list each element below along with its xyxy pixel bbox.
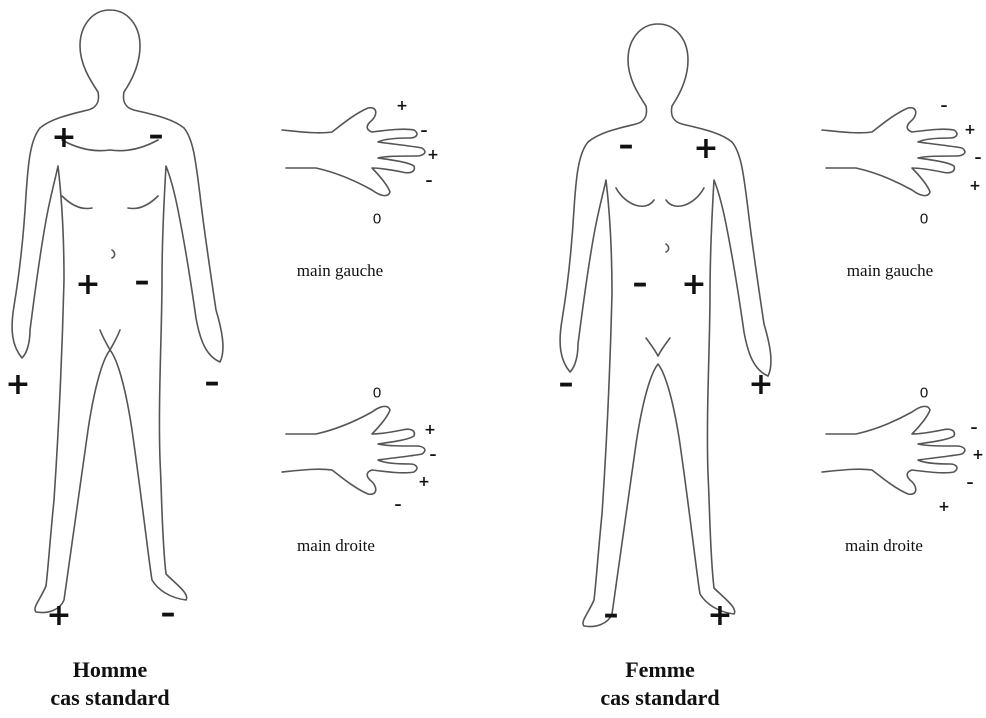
hand-caption: main gauche <box>847 262 933 279</box>
sign-homme-shoulder-l: – <box>149 121 164 151</box>
sign-homme-abdomen-l: – <box>135 267 150 297</box>
hand-caption: main droite <box>297 537 375 554</box>
finger-sign: + <box>418 475 430 489</box>
thumb-zero: 0 <box>373 212 381 227</box>
thumb-zero: 0 <box>920 386 928 401</box>
finger-sign: + <box>969 179 981 193</box>
thumb-zero: 0 <box>920 212 928 227</box>
man-body-outline <box>12 10 223 613</box>
caption-subtitle: cas standard <box>600 684 719 712</box>
sign-homme-foot-l: – <box>161 599 176 629</box>
finger-sign: + <box>964 123 976 137</box>
sign-homme-abdomen-r: + <box>75 270 100 300</box>
caption-subtitle: cas standard <box>50 684 169 712</box>
finger-sign: – <box>426 174 433 188</box>
caption-title: Femme <box>600 656 719 684</box>
sign-femme-shoulder-r: – <box>619 131 634 161</box>
finger-sign: – <box>430 448 437 462</box>
sign-homme-hand-l: – <box>205 368 220 398</box>
sign-homme-hand-r: + <box>5 370 30 400</box>
finger-sign: + <box>396 99 408 113</box>
finger-sign: – <box>967 476 974 490</box>
thumb-zero: 0 <box>373 386 381 401</box>
sign-homme-shoulder-r: + <box>51 123 76 153</box>
sign-femme-foot-r: – <box>604 600 619 630</box>
finger-sign: – <box>975 151 982 165</box>
sign-femme-abdomen-r: – <box>633 269 648 299</box>
hand-outlines <box>282 108 965 495</box>
sign-femme-hand-r: – <box>559 369 574 399</box>
sign-femme-abdomen-l: + <box>681 270 706 300</box>
caption-title: Homme <box>50 656 169 684</box>
sign-homme-foot-r: + <box>46 601 71 631</box>
figure-caption-femme: Femme cas standard <box>600 656 719 711</box>
finger-sign: + <box>938 500 950 514</box>
figure-caption-homme: Homme cas standard <box>50 656 169 711</box>
hand-caption: main droite <box>845 537 923 554</box>
finger-sign: – <box>941 99 948 113</box>
woman-body-outline <box>560 24 771 627</box>
finger-sign: + <box>424 423 436 437</box>
finger-sign: + <box>972 448 984 462</box>
sign-femme-foot-l: + <box>707 601 732 631</box>
finger-sign: – <box>971 421 978 435</box>
hand-caption: main gauche <box>297 262 383 279</box>
sign-femme-hand-l: + <box>748 370 773 400</box>
finger-sign: – <box>421 124 428 138</box>
finger-sign: – <box>395 498 402 512</box>
finger-sign: + <box>427 148 439 162</box>
sign-femme-shoulder-l: + <box>693 134 718 164</box>
